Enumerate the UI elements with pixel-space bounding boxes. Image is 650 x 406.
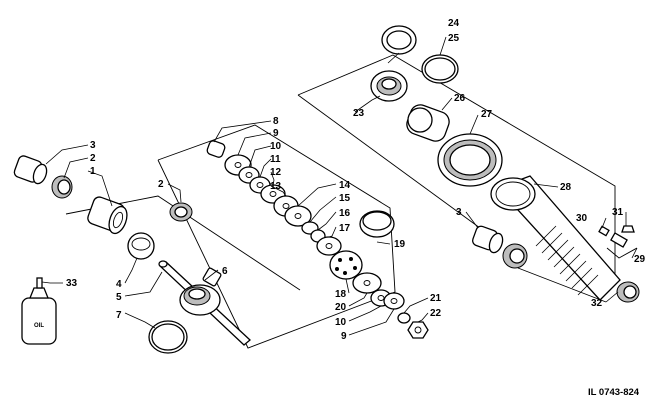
- callout-21: 21: [430, 293, 442, 304]
- callout-30: 30: [576, 213, 588, 224]
- callout-12: 12: [270, 167, 282, 178]
- callout-22: 22: [430, 308, 442, 319]
- callout-2-b: 2: [158, 179, 164, 190]
- part-1-spring-seat: [87, 196, 128, 235]
- callout-17: 17: [339, 223, 351, 234]
- valve-washer-stack: [206, 140, 342, 256]
- part-24-seal-ring: [381, 25, 417, 55]
- callout-26: 26: [454, 93, 466, 104]
- part-23-reservoir-cap: [370, 70, 408, 102]
- callout-4: 4: [116, 279, 122, 290]
- part-25-seal: [421, 54, 459, 84]
- callout-10: 10: [270, 141, 282, 152]
- callout-27: 27: [481, 109, 493, 120]
- part-18-piston: [329, 250, 363, 280]
- lower-washer-stack: [352, 272, 429, 339]
- callout-31: 31: [612, 207, 624, 218]
- callout-1: 1: [90, 166, 96, 177]
- part-19-piston-band: [359, 210, 395, 238]
- part-2-bushing-b: [169, 202, 193, 222]
- callout-13: 13: [270, 181, 282, 192]
- oil-bottle-label: OIL: [34, 323, 44, 329]
- callout-32: 32: [591, 298, 603, 309]
- callout-6: 6: [222, 266, 228, 277]
- callout-33: 33: [66, 278, 78, 289]
- part-6-eyelet: [179, 267, 222, 316]
- callout-2: 2: [90, 153, 96, 164]
- callout-3: 3: [90, 140, 96, 151]
- part-32-bushing: [502, 243, 640, 303]
- part-33-oil-bottle: OIL: [21, 277, 57, 345]
- callout-18: 18: [335, 289, 347, 300]
- callout-11: 11: [270, 154, 281, 165]
- callout-24: 24: [448, 18, 460, 29]
- callout-28: 28: [560, 182, 572, 193]
- callout-10-b: 10: [335, 317, 347, 328]
- callout-9-b: 9: [341, 331, 347, 342]
- part-2-bushing: [51, 175, 73, 199]
- callout-5: 5: [116, 292, 122, 303]
- part-26-bladder: [406, 104, 450, 142]
- callout-20: 20: [335, 302, 347, 313]
- callout-29: 29: [634, 254, 646, 265]
- part-29-30-31-valve: [598, 225, 638, 259]
- callout-23: 23: [353, 108, 365, 119]
- callout-25: 25: [448, 33, 460, 44]
- part-28-shock-body: [490, 175, 621, 301]
- assembly-outlines: [65, 54, 616, 349]
- callout-8: 8: [273, 116, 279, 127]
- callout-15: 15: [339, 193, 351, 204]
- callout-9: 9: [273, 128, 279, 139]
- callout-19: 19: [394, 239, 406, 250]
- illustration-number: IL 0743-824: [588, 387, 640, 398]
- callout-3-b: 3: [456, 207, 462, 218]
- part-7-o-ring: [148, 320, 188, 354]
- part-3-bushing-b: [472, 225, 504, 254]
- part-4-bumper: [127, 232, 155, 260]
- callout-16: 16: [339, 208, 351, 219]
- callout-14: 14: [339, 180, 351, 191]
- callout-7: 7: [116, 310, 122, 321]
- callout-labels: 3 2 1 2 4 5 7 6 8 9 10 11 12 13 14 15 16…: [66, 18, 646, 342]
- part-3-bushing: [13, 155, 48, 185]
- leader-lines: [41, 36, 638, 336]
- part-27-reservoir-ring: [437, 133, 503, 187]
